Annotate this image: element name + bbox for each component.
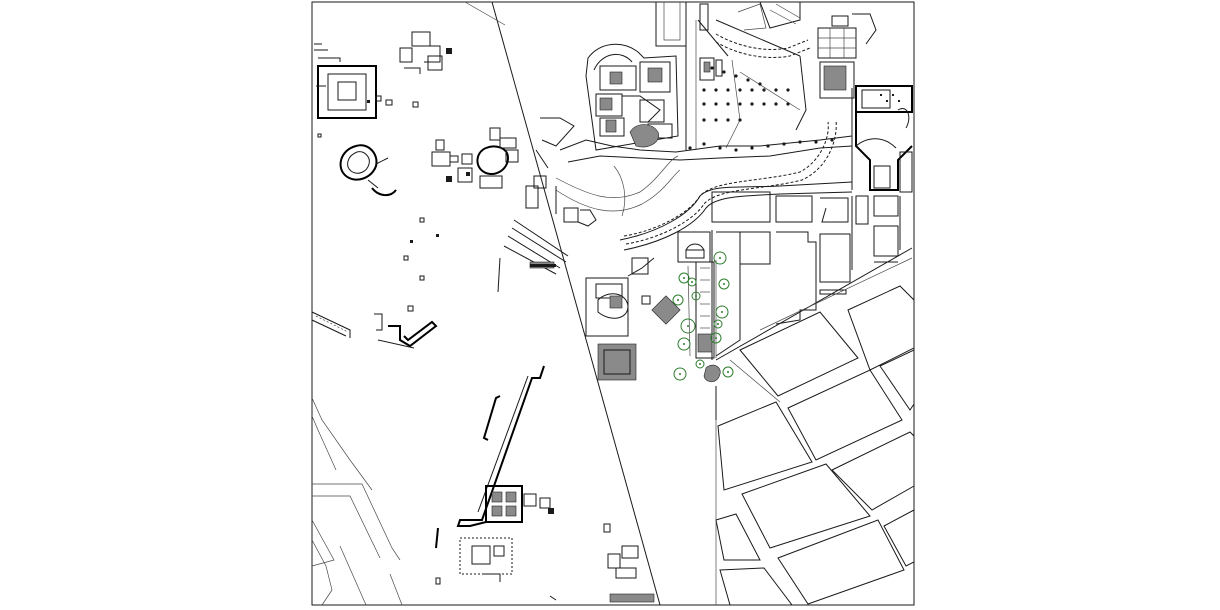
plaza-tree-dot <box>738 118 742 122</box>
tree-icon <box>713 319 723 329</box>
plaza-tree-dot <box>750 146 754 150</box>
plaza-tree-dot <box>702 102 706 106</box>
plaza-tree-dot <box>714 88 718 92</box>
tree-canopies <box>672 251 734 381</box>
museum-complex <box>585 43 679 151</box>
plaza-tree-dots <box>688 66 834 152</box>
plaza-tree-dot <box>762 88 766 92</box>
plaza-tree-dot <box>762 102 766 106</box>
palace-complex <box>851 85 913 193</box>
plaza-tree-dot <box>702 88 706 92</box>
plaza-tree-dot <box>774 88 778 92</box>
plaza-tree-dot <box>714 118 718 122</box>
tree-icon <box>713 251 727 265</box>
tree-icon <box>677 337 691 351</box>
plaza-tree-dot <box>798 140 802 144</box>
plaza-tree-dot <box>786 88 790 92</box>
lower-left-streets <box>311 397 403 606</box>
plaza-tree-dot <box>734 74 738 78</box>
main-roads <box>555 2 853 251</box>
plaza-tree-dot <box>726 118 730 122</box>
colonnade-ruin-west <box>311 311 438 349</box>
scale-bar <box>530 264 556 267</box>
plaza-tree-dot <box>750 88 754 92</box>
plaza-tree-dot <box>782 142 786 146</box>
modern-street-grid <box>715 257 915 606</box>
ruin-cluster-south <box>435 485 554 585</box>
plaza-tree-dot <box>702 118 706 122</box>
ruin-cluster-north <box>367 31 452 108</box>
plaza-tree-dot <box>774 102 778 106</box>
zone-boundary <box>464 1 913 606</box>
plaza-tree-dot <box>814 140 818 144</box>
plaza-tree-dot <box>738 88 742 92</box>
tree-icon <box>673 367 687 381</box>
pavilion <box>677 231 711 263</box>
plaza-tree-dot <box>738 102 742 106</box>
plaza-tree-dot <box>830 138 834 142</box>
plaza-tree-dot <box>766 144 770 148</box>
plaza-tree-dot <box>758 82 762 86</box>
tree-icon <box>672 294 684 306</box>
tree-icon <box>691 291 701 301</box>
tree-icon <box>680 318 696 334</box>
plaza-tree-dot <box>726 102 730 106</box>
tree-icon <box>722 366 734 378</box>
tree-icon <box>718 278 730 290</box>
park-promenade <box>623 33 837 245</box>
plaza-tree-dot <box>710 66 714 70</box>
city-buildings-upper-right <box>699 1 877 99</box>
plaza-tree-dot <box>746 78 750 82</box>
plaza-tree-dot <box>718 146 722 150</box>
villa-ruin-complex <box>403 127 519 312</box>
tree-icon <box>695 359 705 369</box>
plaza-tree-dot <box>786 102 790 106</box>
plaza-tree-dot <box>688 146 692 150</box>
temple-ruin-square <box>314 43 377 119</box>
plaza-tree-dot <box>750 102 754 106</box>
plaza-tree-dot <box>726 88 730 92</box>
amphitheatre-ruin <box>317 133 397 196</box>
tree-icon <box>715 305 729 319</box>
central-gardens <box>555 186 681 381</box>
city-blocks <box>711 191 901 360</box>
plaza-tree-dot <box>734 148 738 152</box>
tree-icon <box>710 332 722 344</box>
plaza-tree-dot <box>702 142 706 146</box>
plaza-tree-dot <box>722 70 726 74</box>
ruin-near-boundary <box>549 523 655 603</box>
tree-icon <box>687 277 697 287</box>
tree-icon <box>678 272 690 284</box>
linear-garden <box>687 260 721 420</box>
plaza-tree-dot <box>714 102 718 106</box>
archaeological-ruins <box>311 31 655 606</box>
